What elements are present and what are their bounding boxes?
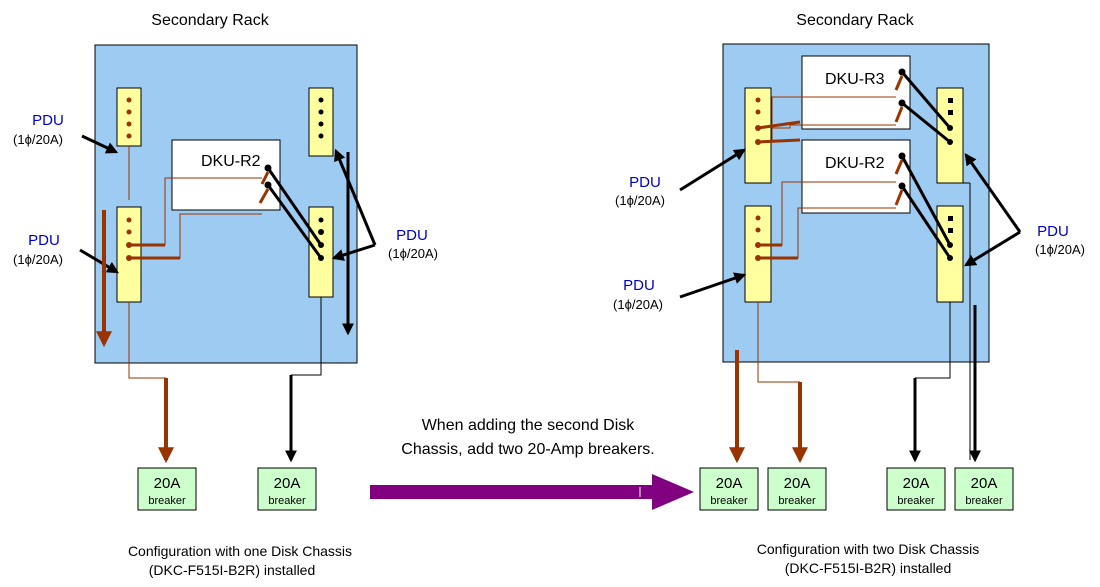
left-pdu-top-label: PDU — [32, 112, 64, 129]
right-caption-line2: (DKC-F515I-B2R) installed — [785, 560, 952, 576]
svg-text:20A: 20A — [716, 475, 743, 492]
left-breaker-2: 20A breaker — [257, 467, 317, 511]
right-pdu-upper-rating: (1ϕ/20A) — [615, 193, 665, 208]
left-caption-line1: Configuration with one Disk Chassis — [128, 543, 352, 559]
right-pdu-upper-label: PDU — [629, 174, 661, 191]
big-arrow-head — [652, 474, 694, 510]
left-pdu-bottom-label: PDU — [28, 232, 60, 249]
right-pdu-upper-left — [744, 87, 772, 184]
left-configuration: Secondary Rack DKU-R2 — [13, 12, 438, 578]
right-breaker-3: 20A breaker — [886, 467, 946, 511]
right-pdu-lower-label: PDU — [623, 277, 655, 294]
left-pdu-bottom-rating: (1ϕ/20A) — [13, 252, 63, 267]
right-configuration: Secondary Rack DKU-R3 DKU-R2 — [613, 12, 1085, 576]
right-dku-r3-label: DKU-R3 — [825, 71, 885, 88]
svg-text:breaker: breaker — [268, 495, 306, 507]
transition-text-line1: When adding the second Disk — [422, 417, 636, 434]
svg-text:20A: 20A — [971, 475, 998, 492]
svg-text:breaker: breaker — [897, 495, 935, 507]
right-pdu-right-label: PDU — [1037, 223, 1069, 240]
transition: When adding the second Disk Chassis, add… — [370, 417, 694, 510]
right-breaker-1: 20A breaker — [699, 467, 759, 511]
right-breaker-2: 20A breaker — [767, 467, 827, 511]
svg-text:20A: 20A — [784, 475, 811, 492]
svg-text:breaker: breaker — [778, 495, 816, 507]
left-dku-r2 — [171, 139, 281, 211]
right-pdu-lower-rating: (1ϕ/20A) — [613, 297, 663, 312]
left-rack-title: Secondary Rack — [151, 12, 269, 29]
transition-text-line2: Chassis, add two 20-Amp breakers. — [401, 441, 654, 458]
right-pdu-right-rating: (1ϕ/20A) — [1035, 242, 1085, 257]
svg-text:20A: 20A — [903, 475, 930, 492]
right-pdu-lower-right — [936, 205, 964, 303]
left-caption-line2: (DKC-F515I-B2R) installed — [149, 562, 316, 578]
right-rack-title: Secondary Rack — [796, 12, 914, 29]
right-breaker-4: 20A breaker — [954, 467, 1014, 511]
big-arrow-shaft — [370, 485, 652, 499]
right-dku-r2-label: DKU-R2 — [825, 155, 885, 172]
svg-text:breaker: breaker — [148, 495, 186, 507]
left-dku-r2-label: DKU-R2 — [201, 153, 261, 170]
right-dku-r3 — [801, 55, 911, 130]
left-pdu-right-rating: (1ϕ/20A) — [388, 246, 438, 261]
svg-text:20A: 20A — [274, 475, 301, 492]
svg-text:breaker: breaker — [710, 495, 748, 507]
left-pdu-right-label: PDU — [396, 227, 428, 244]
left-breaker-1: 20A breaker — [137, 467, 197, 511]
svg-text:breaker: breaker — [965, 495, 1003, 507]
svg-text:20A: 20A — [154, 475, 181, 492]
right-dku-r2 — [801, 139, 911, 214]
right-caption-line1: Configuration with two Disk Chassis — [757, 541, 980, 557]
left-pdu-top-rating: (1ϕ/20A) — [13, 132, 63, 147]
left-pdu-bottom-left — [116, 206, 142, 303]
